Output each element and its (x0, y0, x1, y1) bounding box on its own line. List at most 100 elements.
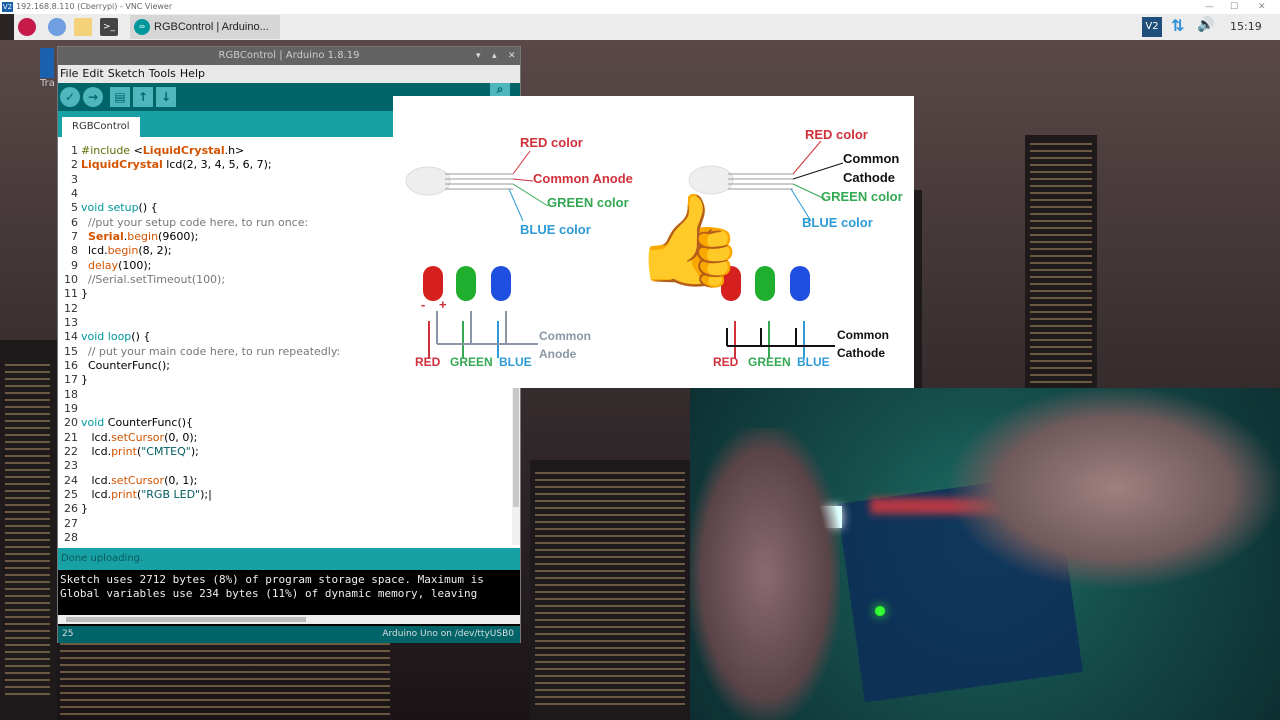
code-line[interactable]: 26} (58, 502, 88, 516)
code-token: } (81, 287, 88, 301)
globe-icon[interactable] (48, 18, 66, 36)
line-number: 7 (71, 229, 78, 243)
line-number: 4 (71, 186, 78, 200)
anode-red-label: RED color (520, 135, 583, 150)
code-token: . (123, 229, 128, 243)
code-line[interactable]: 24 lcd.setCursor(0, 1); (58, 474, 197, 488)
line-number: 15 (64, 344, 78, 358)
upload-button[interactable]: → (83, 87, 103, 107)
close-button[interactable]: ✕ (1258, 2, 1266, 12)
trash-icon[interactable] (40, 48, 54, 78)
code-line[interactable]: 19 (58, 402, 81, 416)
window-title-bar[interactable]: RGBControl | Arduino 1.8.19 ▾ ▴ ✕ (58, 47, 520, 65)
code-token: print (111, 444, 137, 458)
menu-sketch[interactable]: Sketch (107, 67, 145, 80)
serial-monitor-button[interactable]: ⌕ (490, 83, 510, 96)
code-line[interactable]: 1#include <LiquidCrystal.h> (58, 144, 244, 158)
open-button[interactable]: ↑ (133, 87, 153, 107)
code-token: setup (107, 201, 139, 215)
folder-icon[interactable] (74, 18, 92, 36)
raspberry-icon[interactable] (18, 18, 36, 36)
code-line[interactable]: 11} (58, 287, 88, 301)
console-line: Global variables use 234 bytes (11%) of … (60, 587, 478, 600)
cathode-bottom-red: RED (713, 355, 739, 369)
vnc-logo-icon: V2 (2, 2, 13, 12)
line-number: 6 (71, 215, 78, 229)
code-token: ( (136, 444, 142, 458)
code-token: );| (200, 487, 212, 501)
cathode-blue-label: BLUE color (802, 215, 873, 230)
minimize-icon[interactable]: ▾ (476, 51, 481, 61)
menu-tools[interactable]: Tools (148, 67, 176, 80)
code-line[interactable]: 12 (58, 302, 81, 316)
code-line[interactable]: 25 lcd.print("RGB LED");| (58, 488, 212, 502)
save-button[interactable]: ↓ (156, 87, 176, 107)
code-token: void (81, 416, 105, 430)
taskbar-app-arduino[interactable]: ∞ RGBControl | Arduino... (130, 15, 280, 39)
code-token: (9600); (158, 229, 199, 243)
code-token: delay (88, 258, 119, 272)
menu-file[interactable]: File (60, 67, 79, 80)
line-number: 8 (71, 244, 78, 258)
line-number: 25 (62, 629, 74, 639)
line-number: 17 (64, 373, 78, 387)
code-token: loop (107, 330, 132, 344)
vnc-title-bar: V2 192.168.8.110 (Cberrypi) - VNC Viewer… (0, 0, 1280, 14)
bottom-status-bar: 25 Arduino Uno on /dev/ttyUSB0 (58, 626, 520, 643)
rgb-led-diagram: RED color Common Anode GREEN color BLUE … (393, 96, 914, 388)
menu-edit[interactable]: Edit (82, 67, 104, 80)
code-line[interactable]: 3 (58, 173, 81, 187)
code-line[interactable]: 23 (58, 459, 81, 473)
code-token: lcd. (81, 487, 112, 501)
code-line[interactable]: 6 //put your setup code here, to run onc… (58, 216, 308, 230)
line-number: 24 (64, 473, 78, 487)
code-line[interactable]: 27 (58, 517, 81, 531)
code-line[interactable]: 18 (58, 388, 81, 402)
maximize-icon[interactable]: ▴ (492, 51, 497, 61)
code-line[interactable]: 10 //Serial.setTimeout(100); (58, 273, 225, 287)
clock: 15:19 (1230, 20, 1262, 33)
code-line[interactable]: 7 Serial.begin(9600); (58, 230, 198, 244)
line-number: 18 (64, 387, 78, 401)
code-line[interactable]: 9 delay(100); (58, 259, 151, 273)
code-line[interactable]: 22 lcd.print("CMTEQ"); (58, 445, 199, 459)
network-icon[interactable]: ⇅ (1171, 16, 1185, 35)
line-number: 23 (64, 459, 78, 473)
code-line[interactable]: 15 // put your main code here, to run re… (58, 345, 340, 359)
code-line[interactable]: 4 (58, 187, 81, 201)
close-icon[interactable]: ✕ (508, 51, 516, 61)
maximize-button[interactable]: ☐ (1230, 2, 1239, 12)
code-line[interactable]: 28 (58, 531, 81, 545)
new-button[interactable]: ▤ (110, 87, 130, 107)
cathode-green-label: GREEN color (821, 189, 903, 204)
code-token: lcd. (81, 444, 112, 458)
code-line[interactable]: 16 CounterFunc(); (58, 359, 170, 373)
code-line[interactable]: 21 lcd.setCursor(0, 0); (58, 431, 197, 445)
taskbar: >_ ∞ RGBControl | Arduino... V2 ⇅ 🔊 15:1… (14, 14, 1280, 40)
tab-rgbcontrol[interactable]: RGBControl (62, 117, 140, 137)
arduino-photo (690, 388, 1280, 720)
line-number: 22 (64, 444, 78, 458)
diagram-drawing (405, 140, 844, 358)
line-number: 13 (64, 315, 78, 329)
code-token: print (111, 487, 137, 501)
cathode-common-label: Common (843, 151, 900, 166)
code-token: //put your setup code here, to run once: (81, 215, 309, 229)
minimize-button[interactable]: — (1205, 2, 1214, 12)
code-line[interactable]: 13 (58, 316, 81, 330)
verify-button[interactable]: ✓ (60, 87, 80, 107)
led-icons (423, 266, 810, 301)
status-message: Done uploading. (58, 548, 520, 570)
horizontal-scrollbar[interactable] (58, 615, 520, 624)
code-line[interactable]: 17} (58, 373, 88, 387)
terminal-icon[interactable]: >_ (100, 18, 118, 36)
vnc-tray-icon[interactable]: V2 (1142, 17, 1162, 37)
menu-help[interactable]: Help (179, 67, 205, 80)
volume-icon[interactable]: 🔊 (1197, 17, 1215, 33)
code-line[interactable]: 8 lcd.begin(8, 2); (58, 244, 172, 258)
